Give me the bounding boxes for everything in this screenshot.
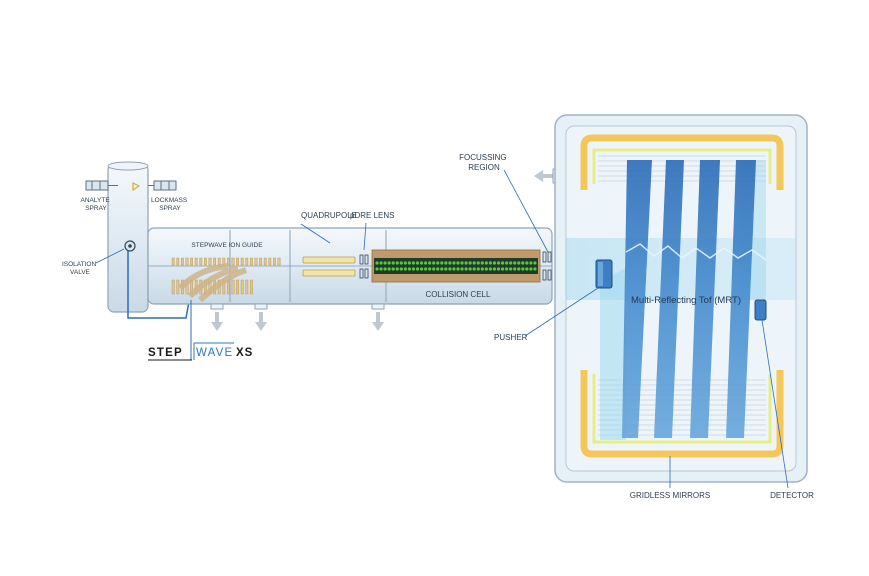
detector <box>754 299 767 321</box>
isolation-valve-label: ISOLATION VALVE <box>62 261 98 276</box>
mrt-label: Multi-Reflecting Tof (MRT) <box>631 295 741 306</box>
detector-label: DETECTOR <box>770 491 814 500</box>
analyte-sprayer <box>85 180 118 191</box>
quadrupole-rods <box>302 256 356 277</box>
stepwave-xs-logo: STEP WAVE XS <box>148 342 253 361</box>
pump-arrow-icon <box>534 170 553 182</box>
pusher <box>595 259 613 289</box>
pdre-lens <box>359 254 369 279</box>
pdre-lens-label: pDRE LENS <box>350 211 394 220</box>
logo-wave-text: WAVE <box>196 347 233 359</box>
pump-arrow-icon <box>211 312 223 331</box>
pump-arrow-icon <box>372 312 384 331</box>
logo-xs-text: XS <box>236 347 253 359</box>
collision-cell <box>371 249 541 283</box>
ion-optics-tube <box>147 227 553 305</box>
stepwave-ion-guide-label: STEPWAVE ION GUIDE <box>191 242 263 249</box>
mrt-flight-path <box>622 160 767 438</box>
focussing-region-label: FOCUSSING REGION <box>459 153 509 172</box>
pump-arrow-icon <box>255 312 267 331</box>
logo-step-text: STEP <box>148 347 183 359</box>
lockmass-spray-label: LOCKMASS SPRAY <box>151 197 189 212</box>
analyte-spray-label: ANALYTE SPRAY <box>81 197 112 212</box>
lockmass-sprayer <box>148 180 177 191</box>
pump-arrows <box>211 170 553 331</box>
cone-icon <box>132 182 141 192</box>
gridless-mirrors-label: GRIDLESS MIRRORS <box>630 491 710 500</box>
collision-cell-label: COLLISION CELL <box>426 290 491 299</box>
pusher-label: PUSHER <box>494 333 528 342</box>
stepwave-ion-guide <box>171 257 281 303</box>
quadrupole-label: QUADRUPOLE <box>301 211 357 220</box>
